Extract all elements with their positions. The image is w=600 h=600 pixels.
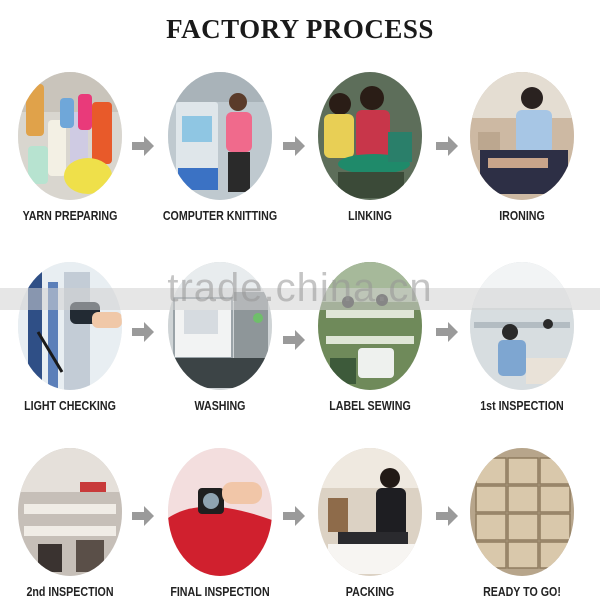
step-label: IRONING — [499, 208, 545, 223]
yarn-photo — [18, 72, 122, 200]
step-label: YARN PREPARING — [22, 208, 118, 223]
step-label: 2nd INSPECTION — [26, 584, 114, 599]
step-label: PACKING — [345, 584, 395, 599]
watermark-text: trade.china.cn — [167, 266, 433, 310]
arrow-right-icon — [132, 322, 154, 342]
step-label: WASHING — [194, 398, 246, 413]
second-inspection-photo — [18, 448, 122, 576]
arrow-right-icon — [132, 506, 154, 526]
step-label: FINAL INSPECTION — [170, 584, 270, 599]
watermark-band — [0, 288, 600, 310]
arrow-right-icon — [283, 330, 305, 350]
step-label: READY TO GO! — [483, 584, 561, 599]
step-label: 1st INSPECTION — [480, 398, 564, 413]
linking-photo — [318, 72, 422, 200]
arrow-right-icon — [132, 136, 154, 156]
knitting-photo — [168, 72, 272, 200]
arrow-right-icon — [436, 136, 458, 156]
arrow-right-icon — [283, 506, 305, 526]
step-label: LINKING — [348, 208, 392, 223]
page-title: FACTORY PROCESS — [166, 14, 434, 44]
final-inspection-photo — [168, 448, 272, 576]
step-label: LABEL SEWING — [329, 398, 411, 413]
step-label: COMPUTER KNITTING — [162, 208, 278, 223]
ironing-photo — [470, 72, 574, 200]
step-label: LIGHT CHECKING — [24, 398, 116, 413]
arrow-right-icon — [283, 136, 305, 156]
arrow-right-icon — [436, 322, 458, 342]
cartons-photo — [470, 448, 574, 576]
packing-photo — [318, 448, 422, 576]
arrow-right-icon — [436, 506, 458, 526]
